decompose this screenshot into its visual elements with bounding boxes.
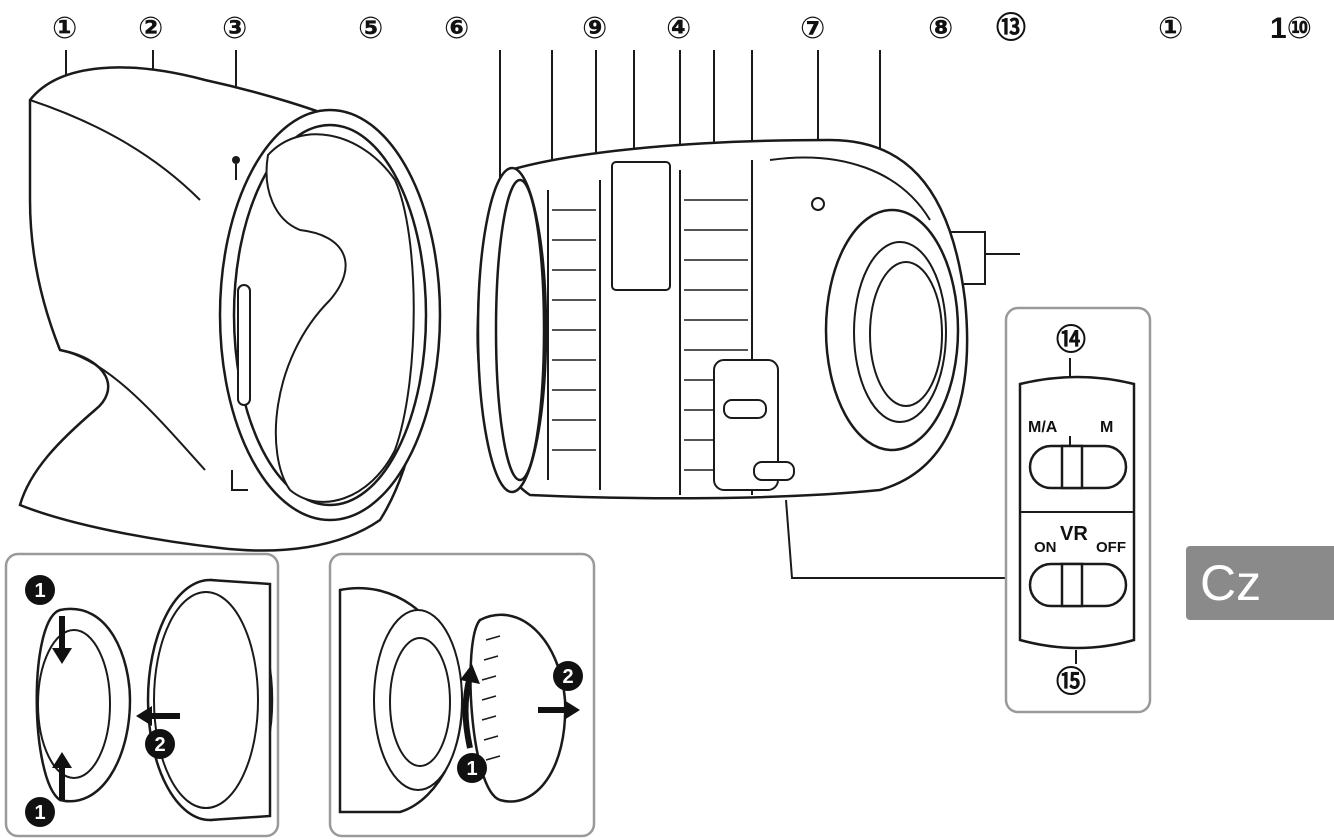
rear-cap-panel: 1 2 xyxy=(328,552,596,838)
switch-detail-panel: ⑭ M/A M VR ON OFF ⑮ xyxy=(1004,306,1152,714)
callout-6: ⑥ xyxy=(444,12,469,45)
focus-mode-label-m: M xyxy=(1100,419,1113,436)
step-marker-2: 2 xyxy=(154,734,165,756)
vr-label-off: OFF xyxy=(1096,539,1126,556)
callout-9: ⑨ xyxy=(582,12,607,45)
lens-body xyxy=(476,138,969,500)
callout-4: ④ xyxy=(666,12,691,45)
callout-5: ⑤ xyxy=(358,12,383,45)
rear-step-marker-2: 2 xyxy=(562,666,573,688)
lens-hood xyxy=(18,66,442,552)
callout-14: ⑭ xyxy=(1056,324,1086,357)
step-marker-1-bottom: 1 xyxy=(34,802,45,824)
callout-1: ① xyxy=(52,12,77,45)
front-cap-step-markers: 1 1 2 xyxy=(25,575,175,827)
rear-step-marker-1: 1 xyxy=(466,758,477,780)
callout-8: ⑧ xyxy=(928,12,953,45)
front-cap-panel: 1 1 2 xyxy=(4,552,280,838)
callout-3: ③ xyxy=(222,12,247,45)
vr-title: VR xyxy=(1060,523,1088,545)
callout-10: 1⑩ xyxy=(1270,12,1312,45)
callout-13: ⑬ xyxy=(996,12,1026,45)
callout-2: ② xyxy=(138,12,163,45)
callout-1-right: ① xyxy=(1158,12,1183,45)
callout-15: ⑮ xyxy=(1056,666,1086,699)
step-marker-1-top: 1 xyxy=(34,580,45,602)
focus-mode-label-ma: M/A xyxy=(1028,419,1058,436)
callout-row: ① ② ③ ⑤ ⑥ ⑨ ④ ⑦ ⑧ ⑬ ① 1⑩ xyxy=(52,12,1312,45)
language-badge: Cz xyxy=(1186,546,1334,620)
rear-cap-step-markers: 1 2 xyxy=(457,661,583,783)
vr-label-on: ON xyxy=(1034,539,1057,556)
callout-7: ⑦ xyxy=(800,12,825,45)
